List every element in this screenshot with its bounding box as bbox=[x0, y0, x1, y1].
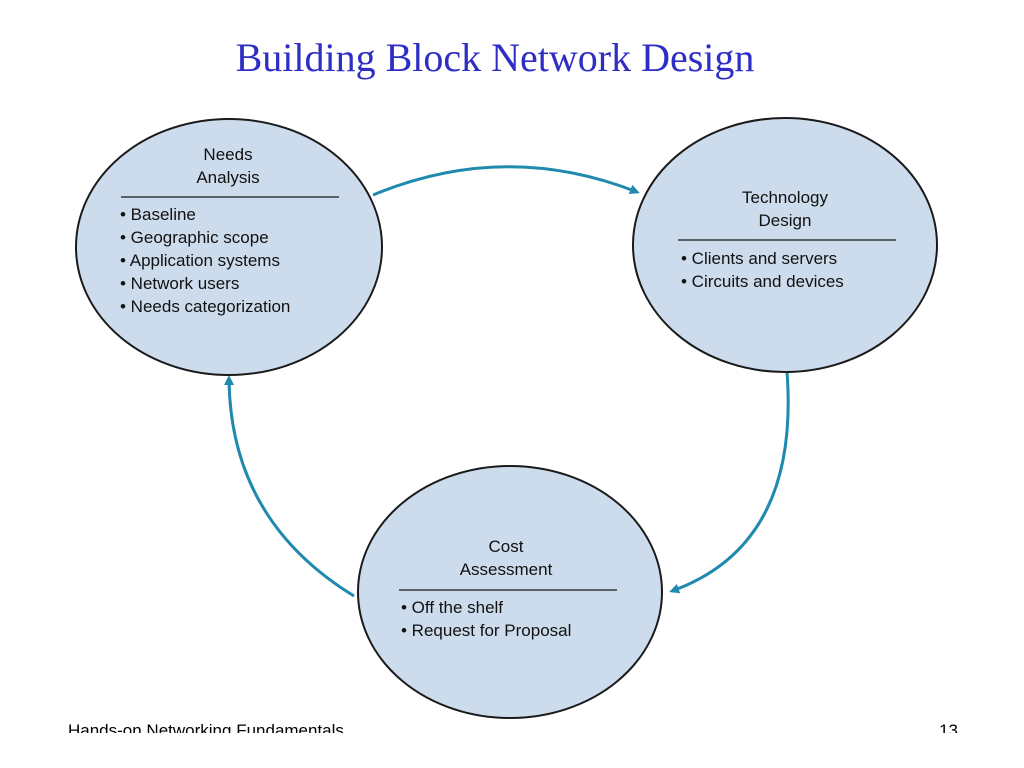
needs-heading-line-1: Needs bbox=[203, 145, 252, 164]
needs-heading-line-2: Analysis bbox=[196, 168, 259, 187]
arrow-technology-to-cost bbox=[669, 371, 790, 594]
needs-item: • Needs categorization bbox=[120, 297, 290, 316]
technology-heading-line-2: Design bbox=[759, 211, 812, 230]
arrow-needs-to-technology bbox=[372, 165, 640, 197]
needs-item: • Geographic scope bbox=[120, 228, 269, 247]
technology-item: • Circuits and devices bbox=[681, 272, 844, 291]
cost-heading-line-1: Cost bbox=[489, 537, 524, 556]
cost-item: • Request for Proposal bbox=[401, 621, 571, 640]
technology-item: • Clients and servers bbox=[681, 249, 837, 268]
cost-heading-line-2: Assessment bbox=[460, 560, 553, 579]
cost-assessment-node: Cost Assessment • Off the shelf • Reques… bbox=[357, 465, 663, 719]
arrow-cost-to-needs bbox=[224, 375, 355, 598]
cost-item: • Off the shelf bbox=[401, 598, 503, 617]
cost-assessment-circle bbox=[357, 465, 663, 719]
needs-item: • Network users bbox=[120, 274, 239, 293]
technology-design-node: Technology Design • Clients and servers … bbox=[632, 117, 938, 373]
needs-item: • Application systems bbox=[120, 251, 280, 270]
technology-heading-line-1: Technology bbox=[742, 188, 829, 207]
slide-title: Building Block Network Design bbox=[235, 35, 755, 80]
footer-course-title: Hands-on Networking Fundamentals bbox=[68, 721, 344, 733]
technology-design-circle bbox=[632, 117, 938, 373]
needs-item: • Baseline bbox=[120, 205, 196, 224]
footer-page-number: 13 bbox=[939, 721, 958, 733]
needs-analysis-node: Needs Analysis • Baseline • Geographic s… bbox=[75, 118, 383, 376]
needs-analysis-circle bbox=[75, 118, 383, 376]
